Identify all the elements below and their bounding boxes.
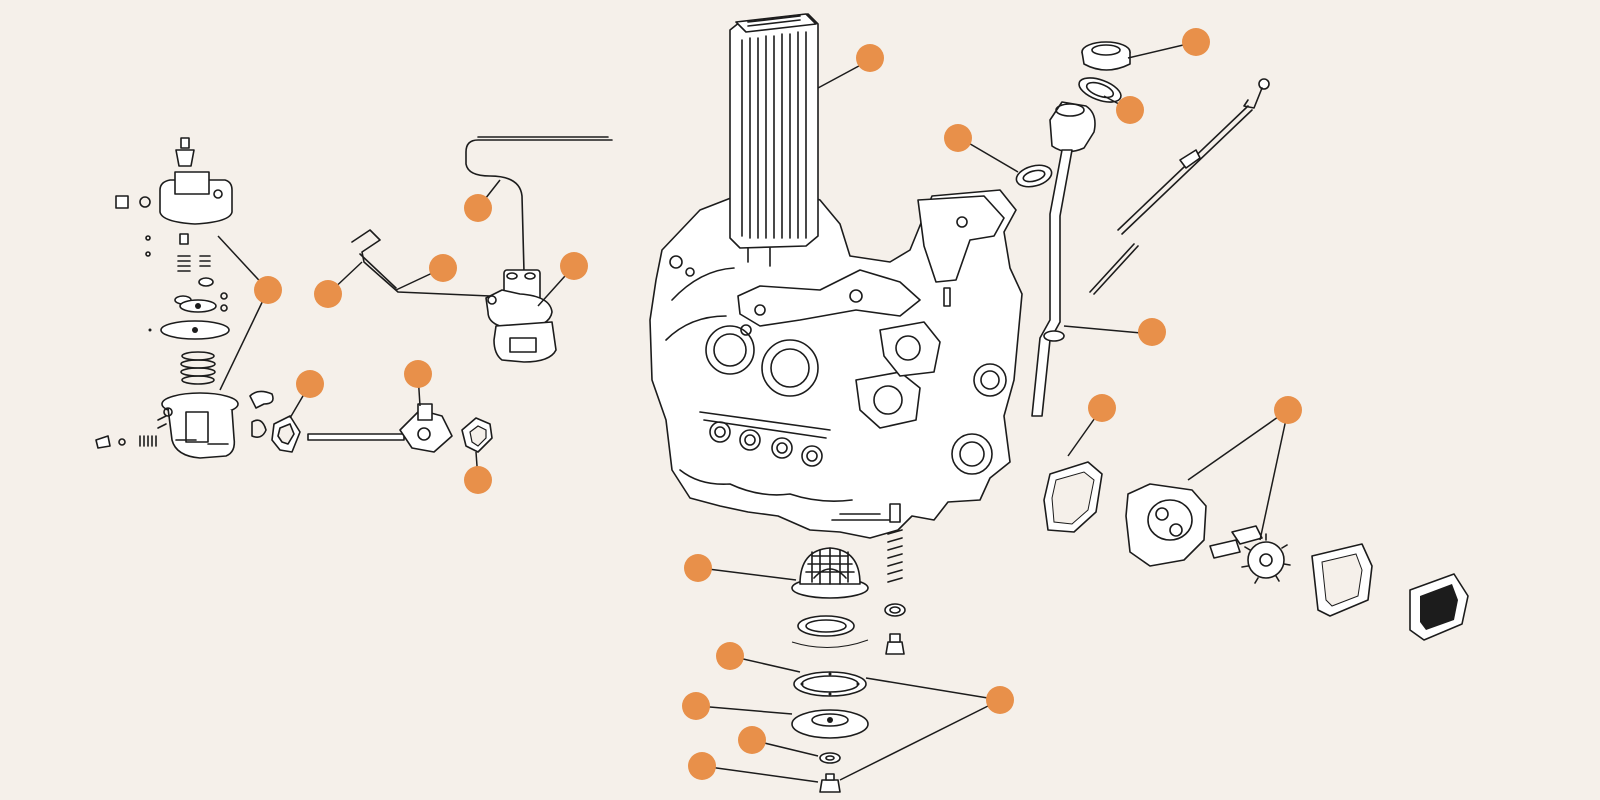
callout-hotspot-13[interactable] xyxy=(296,370,324,398)
callout-hotspot-11[interactable] xyxy=(560,252,588,280)
callout-hotspot-1[interactable] xyxy=(856,44,884,72)
callout-hotspot-8[interactable] xyxy=(464,194,492,222)
fuel-lines-and-pump xyxy=(351,136,613,363)
callout-hotspot-15[interactable] xyxy=(464,466,492,494)
callout-hotspot-17[interactable] xyxy=(716,642,744,670)
fuel-pump-exploded-parts xyxy=(95,137,493,459)
oil-strainer-parts xyxy=(791,503,906,793)
callout-hotspot-4[interactable] xyxy=(944,124,972,152)
callout-hotspot-5[interactable] xyxy=(1138,318,1166,346)
callout-markers xyxy=(254,28,1302,780)
engine-crankcase xyxy=(649,189,1023,539)
callout-hotspot-10[interactable] xyxy=(314,280,342,308)
oil-cooler xyxy=(729,13,819,267)
oil-filler-assembly xyxy=(1015,41,1270,417)
callout-hotspot-6[interactable] xyxy=(1088,394,1116,422)
callout-hotspot-18[interactable] xyxy=(682,692,710,720)
callout-hotspot-7[interactable] xyxy=(1274,396,1302,424)
callout-hotspot-12[interactable] xyxy=(254,276,282,304)
callout-hotspot-3[interactable] xyxy=(1116,96,1144,124)
callout-hotspot-16[interactable] xyxy=(684,554,712,582)
callout-hotspot-9[interactable] xyxy=(429,254,457,282)
callout-hotspot-21[interactable] xyxy=(986,686,1014,714)
callout-hotspot-19[interactable] xyxy=(738,726,766,754)
callout-hotspot-20[interactable] xyxy=(688,752,716,780)
oil-pump-exploded-parts xyxy=(1043,461,1469,641)
callout-hotspot-14[interactable] xyxy=(404,360,432,388)
callout-hotspot-2[interactable] xyxy=(1182,28,1210,56)
